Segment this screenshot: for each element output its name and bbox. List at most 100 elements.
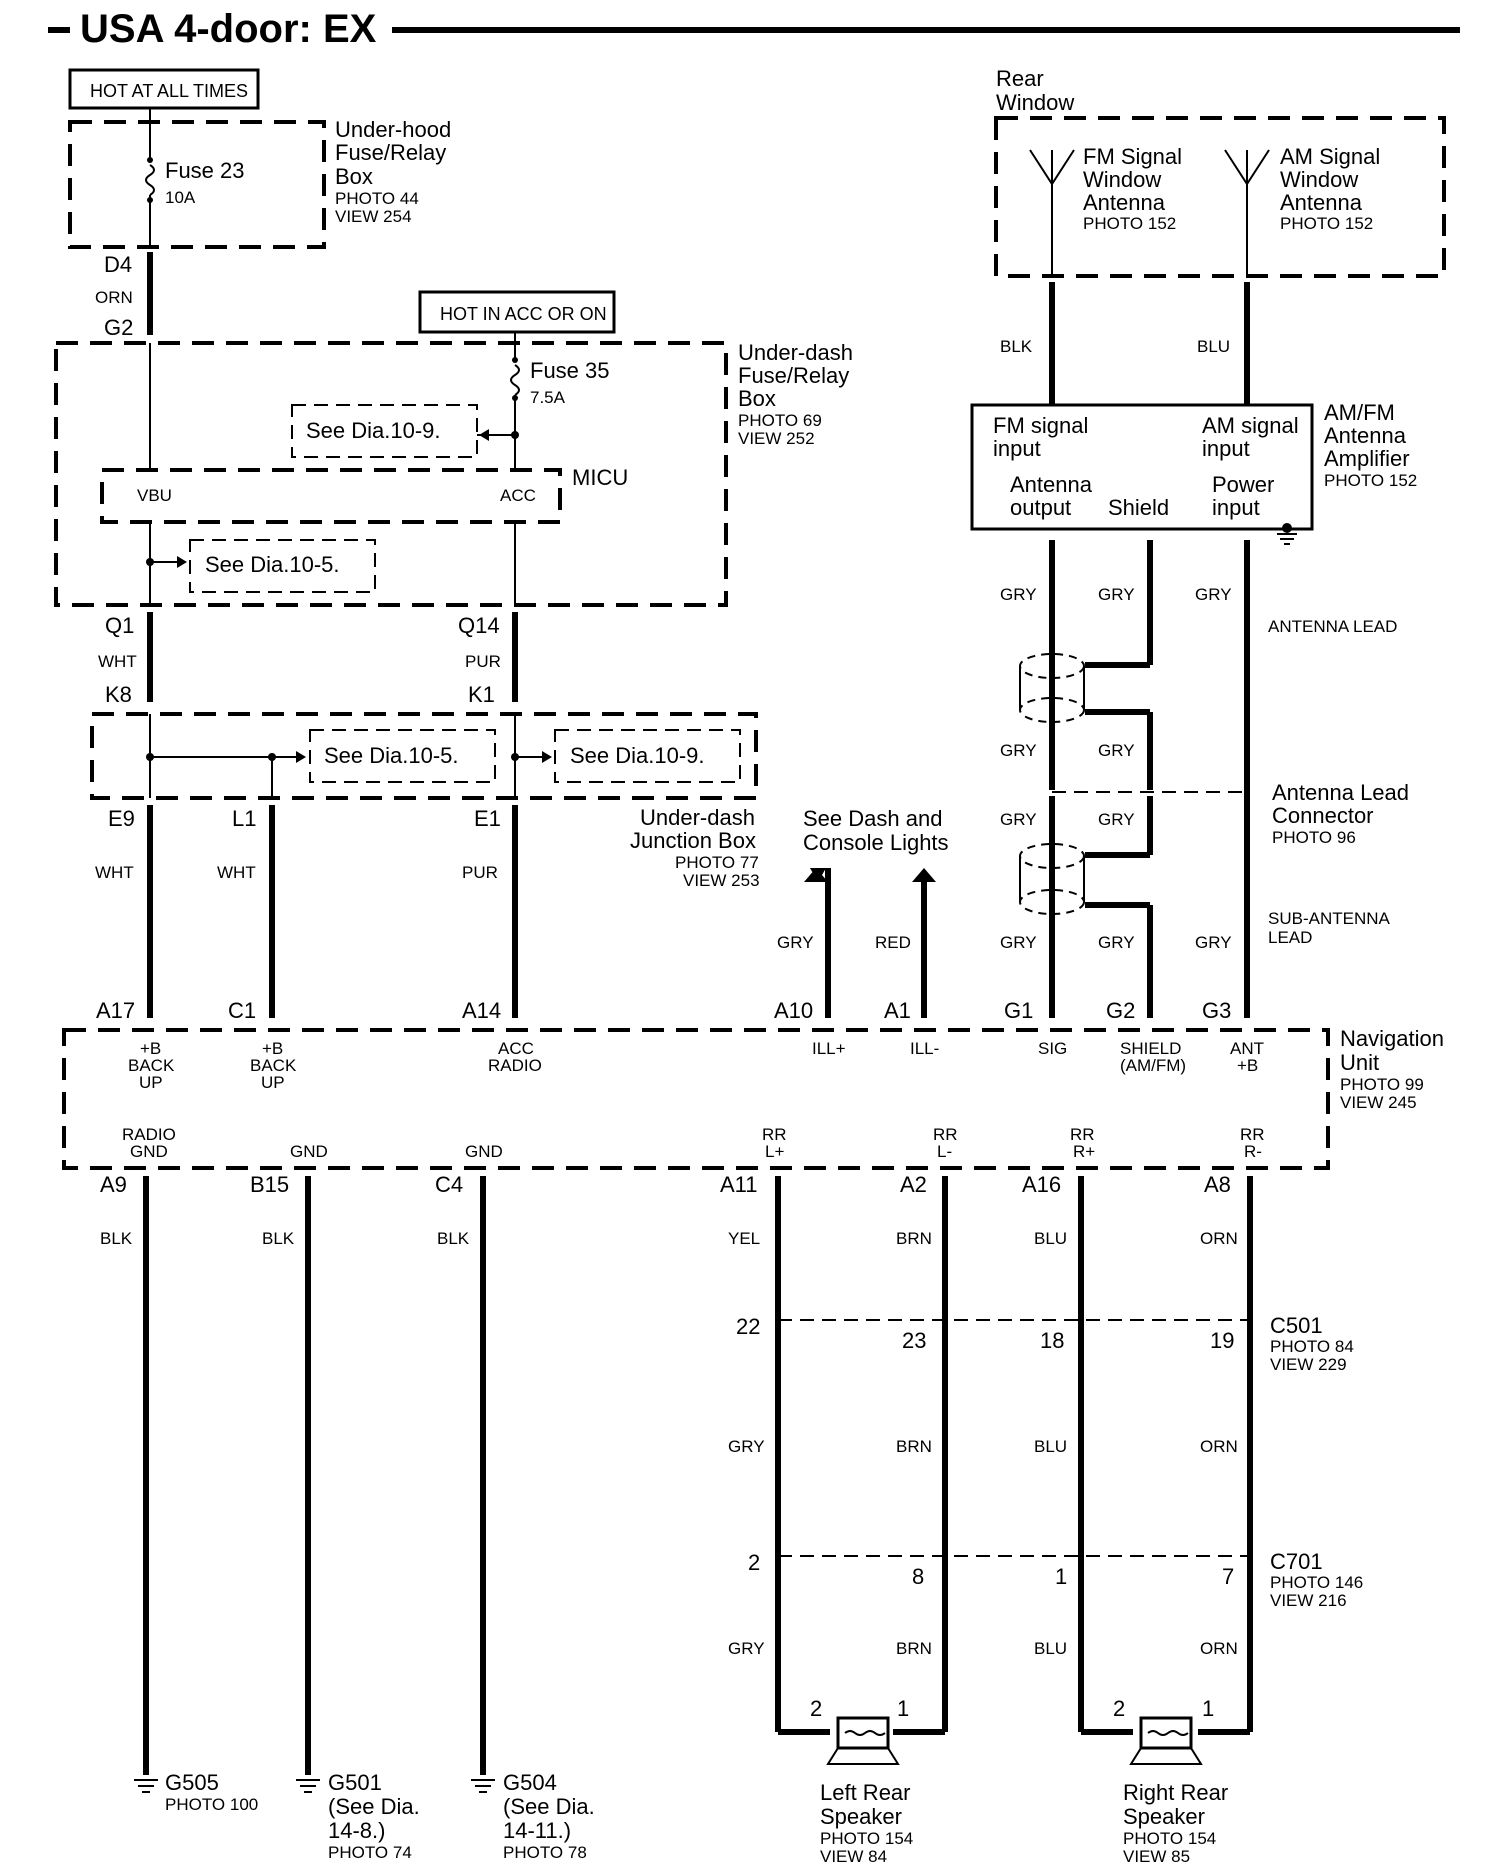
fuse-35-label: Fuse 35 — [530, 358, 610, 383]
pin-nav-g1: G1 — [1004, 998, 1033, 1023]
term-bup2-c: UP — [261, 1073, 285, 1092]
amplifier-photo: PHOTO 152 — [1324, 471, 1417, 490]
c501-pin-18: 18 — [1040, 1328, 1064, 1353]
arrow-up-icon-ill — [804, 868, 828, 882]
c701-pin-1: 1 — [1055, 1564, 1067, 1589]
shielded-cable-icon-1 — [1019, 653, 1085, 723]
term-rrr-plus-b: R+ — [1073, 1142, 1095, 1161]
pin-a9: A9 — [100, 1172, 127, 1197]
wire-color-blu-3: BLU — [1034, 1639, 1067, 1658]
ground-icon-g504 — [471, 1779, 495, 1793]
fuse-23-icon — [145, 164, 155, 196]
hot-at-all-times-label-box — [68, 68, 260, 110]
pin-k8: K8 — [105, 682, 132, 707]
ground-icon-amp — [1277, 523, 1297, 545]
c701-pin-8: 8 — [912, 1564, 924, 1589]
term-ant-a: ANT — [1230, 1039, 1264, 1058]
dash-lights-ref-2[interactable]: Console Lights — [803, 830, 949, 855]
term-rrl-plus-b: L+ — [765, 1142, 784, 1161]
antenna-lead-connector-1: Antenna Lead — [1272, 780, 1409, 805]
dash-lights-ref-1[interactable]: See Dash and — [803, 806, 942, 831]
term-bup1-c: UP — [139, 1073, 163, 1092]
wire-color-gry-b2: GRY — [1098, 741, 1135, 760]
wire-color-blk-2: BLK — [262, 1229, 295, 1248]
term-shield-b: (AM/FM) — [1120, 1056, 1186, 1075]
wire-color-pur-1: PUR — [465, 652, 501, 671]
fm-antenna-label-2: Window — [1083, 167, 1161, 192]
antenna-lead-label: ANTENNA LEAD — [1268, 617, 1397, 636]
pin-a16: A16 — [1022, 1172, 1061, 1197]
underhood-box-photo: PHOTO 44 — [335, 189, 419, 208]
pin-q1: Q1 — [105, 613, 134, 638]
wire-color-blk-3: BLK — [437, 1229, 470, 1248]
left-speaker-view: VIEW 84 — [820, 1847, 887, 1866]
amp-am-input-2: input — [1202, 436, 1250, 461]
g504-see-1: (See Dia. — [503, 1794, 595, 1819]
am-antenna-label-3: Antenna — [1280, 190, 1363, 215]
see-dia-10-5-ref-1[interactable]: See Dia.10-5. — [205, 552, 340, 577]
wire-color-blu-2: BLU — [1034, 1437, 1067, 1456]
right-speaker-photo: PHOTO 154 — [1123, 1829, 1216, 1848]
pin-a8: A8 — [1204, 1172, 1231, 1197]
right-speaker-label-1: Right Rear — [1123, 1780, 1228, 1805]
c701-label: C701 — [1270, 1549, 1323, 1574]
underhood-box-title-3: Box — [335, 164, 373, 189]
junction-box-photo: PHOTO 77 — [675, 853, 759, 872]
left-speaker-photo: PHOTO 154 — [820, 1829, 913, 1848]
am-fm-antenna-amplifier-box — [970, 403, 1314, 531]
pin-a1: A1 — [884, 998, 911, 1023]
term-acc-a: ACC — [498, 1039, 534, 1058]
term-sig: SIG — [1038, 1039, 1067, 1058]
am-antenna-photo: PHOTO 152 — [1280, 214, 1373, 233]
g501-see-2: 14-8.) — [328, 1818, 385, 1843]
underhood-box-title-1: Under-hood — [335, 117, 451, 142]
right-speaker-pin-1: 1 — [1202, 1696, 1214, 1721]
nav-unit-view: VIEW 245 — [1340, 1093, 1417, 1112]
term-bup1-b: BACK — [128, 1056, 175, 1075]
fuse-23-rating: 10A — [165, 188, 196, 207]
pin-a14: A14 — [462, 998, 501, 1023]
c501-pin-22: 22 — [736, 1314, 760, 1339]
left-speaker-icon — [826, 1716, 900, 1765]
pin-a11: A11 — [720, 1172, 758, 1197]
wire-color-gry-d1: GRY — [1000, 933, 1037, 952]
wire-color-pur-2: PUR — [462, 863, 498, 882]
navigation-unit-box — [62, 1028, 1330, 1170]
right-speaker-label-2: Speaker — [1123, 1804, 1205, 1829]
right-speaker-pin-2: 2 — [1113, 1696, 1125, 1721]
g504-see-2: 14-11.) — [503, 1818, 571, 1843]
am-antenna-label-1: AM Signal — [1280, 144, 1380, 169]
see-dia-10-9-ref-2[interactable]: See Dia.10-9. — [570, 743, 705, 768]
micu-label: MICU — [572, 465, 628, 490]
wire-color-gry-a2: GRY — [1098, 585, 1135, 604]
see-dia-10-9-ref-1[interactable]: See Dia.10-9. — [306, 418, 441, 443]
see-dia-10-9-box-1 — [291, 404, 478, 458]
see-dia-10-5-ref-2[interactable]: See Dia.10-5. — [324, 743, 459, 768]
pin-nav-g3: G3 — [1202, 998, 1231, 1023]
pin-a2: A2 — [900, 1172, 927, 1197]
amp-fm-input-2: input — [993, 436, 1041, 461]
c701-pin-7: 7 — [1222, 1564, 1234, 1589]
left-speaker-label-2: Speaker — [820, 1804, 902, 1829]
right-speaker-view: VIEW 85 — [1123, 1847, 1190, 1866]
amp-shield: Shield — [1108, 495, 1169, 520]
rear-window-label-2: Window — [996, 90, 1074, 115]
wire-color-blk-fm: BLK — [1000, 337, 1033, 356]
wire-color-brn-2: BRN — [896, 1437, 932, 1456]
pin-nav-g2: G2 — [1106, 998, 1135, 1023]
pin-a17: A17 — [96, 998, 135, 1023]
c701-pin-2: 2 — [748, 1550, 760, 1575]
term-rrl-minus-a: RR — [933, 1125, 958, 1144]
underdash-box-photo: PHOTO 69 — [738, 411, 822, 430]
wire-color-orn-2: ORN — [1200, 1437, 1238, 1456]
hot-at-all-times-label: HOT AT ALL TIMES — [90, 81, 248, 101]
wire-color-orn-3: ORN — [1200, 1639, 1238, 1658]
term-bup2-a: +B — [262, 1039, 283, 1058]
wire-color-brn-1: BRN — [896, 1229, 932, 1248]
underhood-fuse-box — [68, 120, 326, 249]
am-antenna-icon — [1224, 149, 1270, 276]
pin-c1: C1 — [228, 998, 256, 1023]
fm-antenna-label-3: Antenna — [1083, 190, 1166, 215]
pin-l1: L1 — [232, 806, 256, 831]
